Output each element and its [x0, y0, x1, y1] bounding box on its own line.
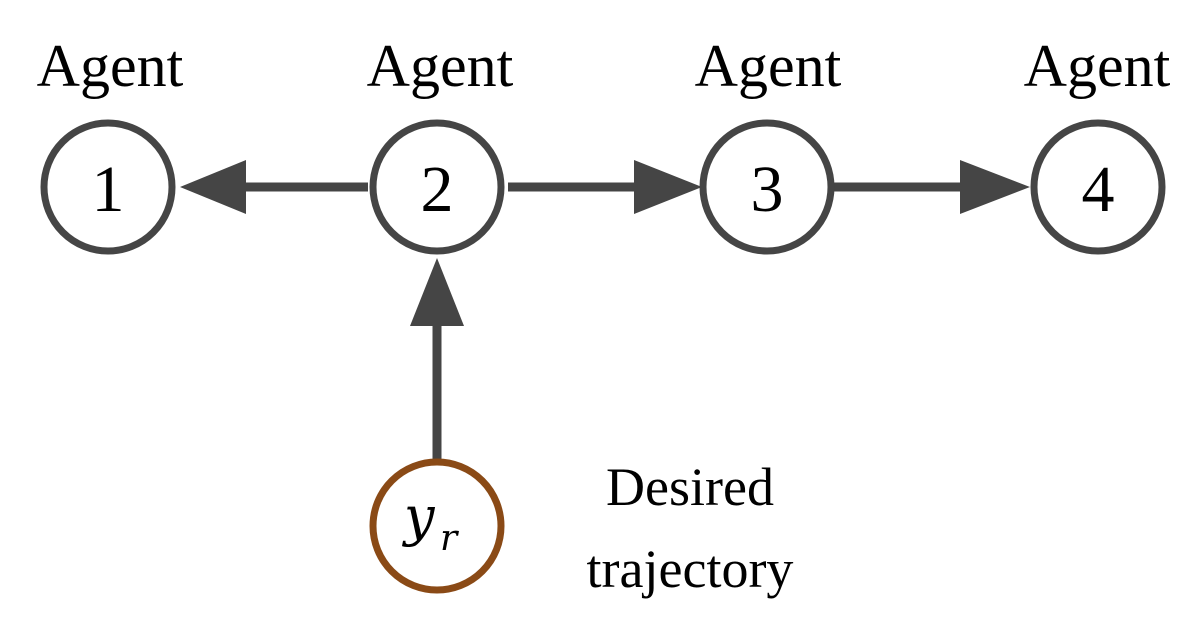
- arrowhead: [634, 160, 702, 214]
- reference-node-circle: [369, 458, 505, 594]
- edge-2-to-1: [180, 160, 368, 214]
- agent-number: 4: [1082, 153, 1115, 226]
- edge-2-to-3: [508, 160, 702, 214]
- reference-subscript: r: [440, 518, 459, 559]
- agent-number: 1: [92, 153, 125, 226]
- arrowhead: [180, 160, 246, 214]
- agent-node-circle: [369, 119, 505, 255]
- description-line-1: Desired: [606, 457, 774, 517]
- agent-1: Agent 1: [37, 33, 184, 255]
- agent-label: Agent: [695, 33, 842, 99]
- agent-label: Agent: [367, 33, 514, 99]
- arrowhead: [960, 160, 1030, 214]
- reference-node: y r: [369, 458, 505, 594]
- agent-number: 2: [421, 153, 454, 226]
- agent-2: Agent 2: [367, 33, 514, 255]
- description-line-2: trajectory: [587, 539, 794, 599]
- agent-number: 3: [751, 153, 784, 226]
- agent-label: Agent: [37, 33, 184, 99]
- agent-node-circle: [40, 119, 176, 255]
- edge-3-to-4: [832, 160, 1030, 214]
- reference-symbol: y: [402, 485, 436, 548]
- agent-3: Agent 3: [695, 33, 842, 255]
- agent-label: Agent: [1024, 33, 1171, 99]
- reference-description: Desired trajectory: [587, 457, 794, 599]
- edge-ref-to-2: [410, 258, 464, 460]
- agent-node-circle: [699, 119, 835, 255]
- agent-4: Agent 4: [1024, 33, 1171, 255]
- arrowhead: [410, 258, 464, 326]
- agent-node-circle: [1030, 119, 1166, 255]
